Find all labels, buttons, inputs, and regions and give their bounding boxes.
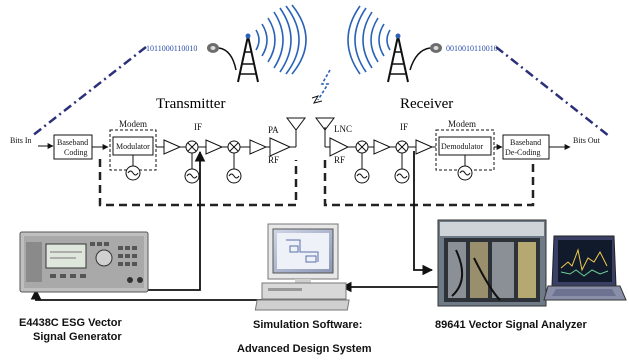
- low-noise-converter: [329, 137, 350, 157]
- modulator-label: Modulator: [116, 142, 150, 151]
- rx-link-line: [495, 46, 610, 137]
- if-to-analyzer-line: [413, 151, 434, 276]
- tx-rf-label: RF: [268, 155, 279, 165]
- instrument-connections: [30, 150, 438, 301]
- generator-caption-line2: Signal Generator: [33, 331, 122, 343]
- baseband-coding-block: [53, 134, 93, 160]
- lnc-label: LNC: [334, 124, 352, 134]
- bitstream-left: 1011000110010: [146, 44, 197, 53]
- analyzer-caption: 89641 Vector Signal Analyzer: [435, 319, 588, 331]
- rx-filter-1: [373, 139, 392, 155]
- power-amplifier: [269, 137, 292, 157]
- receiver-title: Receiver: [400, 96, 453, 112]
- incoming-wave-icon: [347, 5, 391, 75]
- rx-filter-2: [415, 139, 434, 155]
- software-to-generator-line: [30, 288, 268, 301]
- pa-label: PA: [268, 125, 279, 135]
- demodulator-label: Demodulator: [441, 142, 484, 151]
- small-lightning-icon: [311, 95, 323, 104]
- baseband-decoding-line2: De-Coding: [505, 148, 541, 157]
- rx-tower-icon: [387, 33, 409, 83]
- bits-out-label: Bits Out: [573, 136, 601, 145]
- bitstream-right: 0010010110010: [446, 44, 498, 53]
- tx-dashed-loop: [98, 159, 298, 207]
- software-caption-line1: Simulation Software:: [253, 319, 362, 331]
- tx-link-line: [31, 46, 147, 137]
- interference-icon: [317, 69, 331, 101]
- tx-modem-group: [109, 129, 157, 171]
- tx-tower-icon: [237, 33, 259, 83]
- signal-analyzer-icon: [437, 219, 547, 307]
- hardware-paths: [98, 159, 535, 207]
- baseband-coding-line1: Baseband: [57, 138, 88, 147]
- baseband-decoding-block: [502, 134, 550, 160]
- tx-antenna-icon: [286, 117, 306, 131]
- rx-dashed-loop: [323, 160, 535, 207]
- rx-rf-label: RF: [334, 155, 345, 165]
- tx-filter-2: [205, 139, 224, 155]
- generator-caption-line1: E4438C ESG Vector: [19, 317, 122, 329]
- generator-to-if-line: [147, 150, 206, 291]
- rx-if-label: IF: [400, 122, 408, 132]
- tx-filter-3: [249, 139, 268, 155]
- bits-in-label: Bits In: [10, 136, 32, 145]
- baseband-coding-line2: Coding: [64, 148, 88, 157]
- tx-modem-label: Modem: [119, 119, 147, 129]
- wireless-link: 1011000110010 0010010110010: [31, 4, 610, 137]
- outgoing-wave-icon: [255, 4, 307, 75]
- transmitter-title: Transmitter: [156, 96, 225, 112]
- signal-chain: [38, 117, 571, 184]
- signal-generator-icon: [19, 231, 149, 293]
- computer-icon: [254, 223, 350, 311]
- baseband-decoding-line1: Baseband: [510, 138, 541, 147]
- tx-filter-1: [163, 139, 182, 155]
- tx-feed-icon: [207, 43, 237, 71]
- laptop-icon: [543, 235, 627, 301]
- software-caption-line2: Advanced Design System: [237, 343, 372, 355]
- tx-if-label: IF: [194, 122, 202, 132]
- rx-antenna-icon: [315, 117, 335, 131]
- rx-modem-label: Modem: [448, 119, 476, 129]
- rx-feed-icon: [409, 43, 442, 71]
